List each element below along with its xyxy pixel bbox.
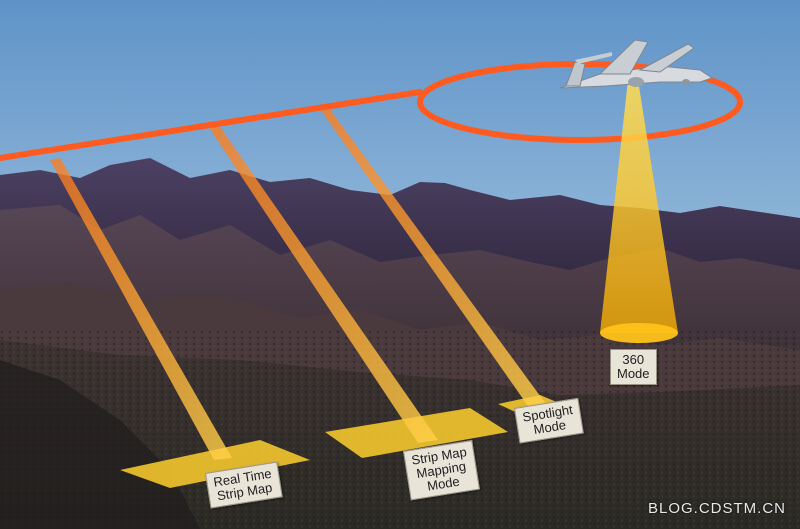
watermark: BLOG.CDSTM.CN [647, 500, 786, 517]
beam-360 [600, 80, 678, 333]
label-line: 360 [622, 352, 645, 367]
footprint-real-time-strip-map [120, 440, 310, 488]
footprint-360 [600, 323, 678, 343]
dark-foreground-slope [0, 360, 200, 529]
label-360-mode: 360 Mode [610, 349, 657, 385]
uav-aircraft-icon [559, 39, 714, 89]
beam-strip-map-mapping [208, 124, 438, 443]
beam-real-time-strip-map [50, 158, 232, 460]
beam-spotlight [318, 104, 546, 406]
flight-path [0, 89, 423, 161]
label-line: Mode [617, 366, 650, 381]
